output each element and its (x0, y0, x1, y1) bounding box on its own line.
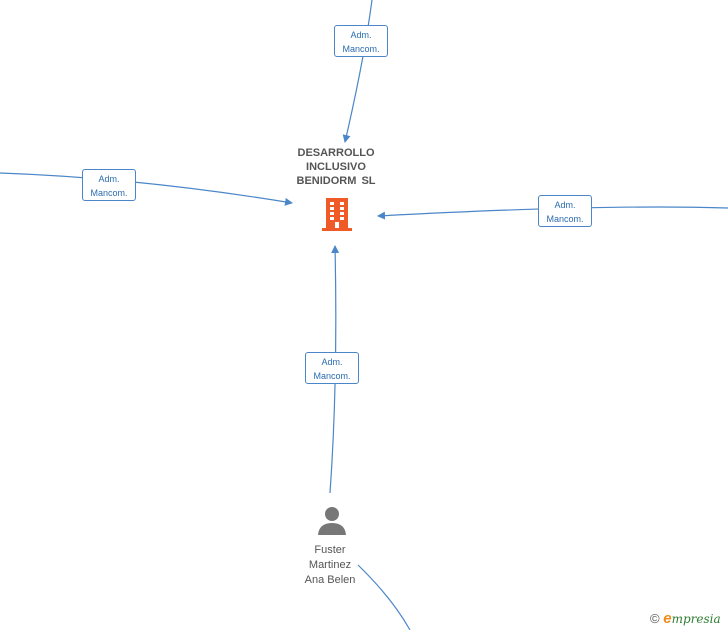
edge-top[interactable] (342, 0, 373, 143)
edge-label-right[interactable]: Adm. Mancom. (538, 195, 592, 227)
edge-label-line2: Mancom. (342, 44, 380, 54)
building-icon[interactable] (320, 196, 354, 232)
edge-person-outgoing[interactable] (357, 564, 411, 630)
brand-initial: e (663, 610, 672, 627)
company-node-name[interactable]: DESARROLLO INCLUSIVO BENIDORM SL (276, 146, 396, 188)
edge-label-line1: Adm. (98, 174, 120, 184)
empresia-watermark: © empresia (650, 610, 721, 627)
edge-label-bottom[interactable]: Adm. Mancom. (305, 352, 359, 384)
company-name-line: BENIDORM SL (296, 175, 376, 187)
edge-label-line1: Adm. (554, 200, 576, 210)
brand-name: mpresia (671, 612, 721, 626)
company-name-line: DESARROLLO (297, 147, 375, 159)
edge-label-line2: Mancom. (546, 214, 584, 224)
edge-left[interactable] (0, 172, 293, 206)
edge-label-line2: Mancom. (313, 371, 351, 381)
company-name-line: INCLUSIVO (306, 161, 366, 173)
person-name-line: Ana Belen (304, 574, 356, 586)
edge-label-left[interactable]: Adm. Mancom. (82, 169, 136, 201)
person-node-name[interactable]: Fuster Martinez Ana Belen (290, 543, 370, 588)
person-icon[interactable] (316, 504, 348, 536)
edge-label-line1: Adm. (321, 357, 343, 367)
person-name-line: Martinez (308, 559, 352, 571)
edge-label-line2: Mancom. (90, 188, 128, 198)
copyright-icon: © (650, 611, 660, 626)
edge-label-line1: Adm. (350, 30, 372, 40)
person-name-line: Fuster (314, 544, 346, 556)
edge-label-top[interactable]: Adm. Mancom. (334, 25, 388, 57)
